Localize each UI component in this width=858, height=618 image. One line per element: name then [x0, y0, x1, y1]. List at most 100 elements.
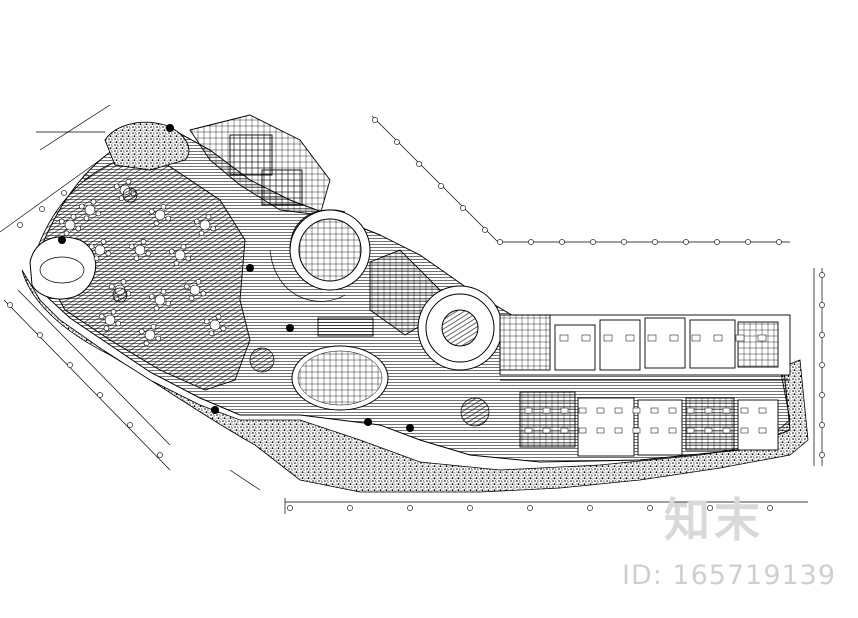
- planter: [460, 397, 490, 427]
- grid-axis-bubble: [819, 332, 825, 338]
- spiral-stair: [269, 209, 371, 302]
- desk: [691, 334, 701, 342]
- watermark-logo: 知末: [664, 493, 764, 547]
- desk: [603, 334, 613, 342]
- desk: [704, 427, 713, 434]
- desk: [758, 427, 767, 434]
- table-set: [193, 213, 217, 237]
- column-dot: [246, 264, 254, 272]
- grid-axis-bubble: [819, 362, 825, 368]
- desk: [650, 407, 659, 414]
- desk: [560, 407, 569, 414]
- desk: [632, 407, 641, 414]
- table-set: [203, 313, 227, 337]
- grid-axis-bubble: [7, 302, 13, 308]
- desk: [614, 407, 623, 414]
- grid-axis-bubble: [97, 392, 103, 398]
- table-set: [138, 323, 162, 347]
- grid-axis-bubble: [394, 139, 400, 145]
- column-dot: [166, 124, 174, 132]
- grid-axis-bubble: [467, 505, 473, 511]
- grid-axis-bubble: [587, 505, 593, 511]
- desk: [668, 427, 677, 434]
- grid-axis-bubble: [528, 239, 534, 245]
- desk: [735, 334, 745, 342]
- grid-axis-bubble: [460, 205, 466, 211]
- seating-clusters: [58, 178, 227, 347]
- desk: [581, 334, 591, 342]
- grid-axis-bubble: [17, 222, 23, 228]
- grid-axis-bubble: [527, 505, 533, 511]
- desk: [596, 427, 605, 434]
- desk: [713, 334, 723, 342]
- watermark-id: ID: 165719139: [622, 560, 837, 591]
- gravel-landscape-band: [21, 269, 809, 493]
- desk: [668, 407, 677, 414]
- round-planters: [112, 187, 490, 427]
- desk: [757, 334, 767, 342]
- desk: [596, 407, 605, 414]
- grid-axis-bubble: [819, 422, 825, 428]
- desk: [650, 427, 659, 434]
- round-pavilion: [417, 285, 503, 371]
- grid-axis-bubble: [767, 505, 773, 511]
- planter: [249, 347, 275, 373]
- pool-inner: [39, 256, 85, 284]
- desk: [625, 334, 635, 342]
- column-dot: [58, 236, 66, 244]
- desk: [559, 334, 569, 342]
- office-furniture: [524, 334, 767, 434]
- grid-axis-bubble: [61, 190, 67, 196]
- desk: [686, 407, 695, 414]
- column-dot: [211, 406, 219, 414]
- column-dot: [286, 324, 294, 332]
- desk: [647, 334, 657, 342]
- grid-axis-bubble: [127, 422, 133, 428]
- grid-axis-bubble: [37, 332, 43, 338]
- office-wing: [499, 314, 791, 457]
- grid-axis-bubble: [819, 452, 825, 458]
- desk: [542, 407, 551, 414]
- desk: [758, 407, 767, 414]
- grid-axis-bubble: [482, 227, 488, 233]
- column-dot: [364, 418, 372, 426]
- grid-axis-bubble: [497, 239, 503, 245]
- desk: [632, 427, 641, 434]
- table-set: [78, 198, 102, 222]
- table-set: [98, 308, 122, 332]
- grid-axis-bubble: [819, 392, 825, 398]
- table-set: [168, 243, 192, 267]
- planter: [112, 287, 128, 303]
- grid-axis-bubble: [438, 183, 444, 189]
- grid-axis-bubble: [39, 206, 45, 212]
- oval-lawn-inner: [297, 350, 383, 406]
- desk: [740, 427, 749, 434]
- pool-outline: [29, 236, 97, 300]
- desk: [578, 427, 587, 434]
- grid-axis-bubble: [372, 117, 378, 123]
- grid-axis-bubble: [287, 505, 293, 511]
- table-set: [128, 238, 152, 262]
- desk: [686, 427, 695, 434]
- grid-axis-bubble: [647, 505, 653, 511]
- grid-axis-bubble: [407, 505, 413, 511]
- grid-axis-bubble: [590, 239, 596, 245]
- desk: [542, 427, 551, 434]
- desk: [524, 427, 533, 434]
- desk: [614, 427, 623, 434]
- grid-axis-bubble: [707, 505, 713, 511]
- grid-axis-bubble: [621, 239, 627, 245]
- grid-axis-bubble: [819, 272, 825, 278]
- grid-axis-bubble: [714, 239, 720, 245]
- grid-axis-bubble: [416, 161, 422, 167]
- column-dot: [406, 424, 414, 432]
- desk: [578, 407, 587, 414]
- grid-axis-bubble: [347, 505, 353, 511]
- garden-pod: [104, 121, 190, 171]
- planter: [122, 187, 138, 203]
- desk: [560, 427, 569, 434]
- grid-axis-bubble: [67, 362, 73, 368]
- grid-axis-bubble: [157, 452, 163, 458]
- grid-axis-bubble: [819, 302, 825, 308]
